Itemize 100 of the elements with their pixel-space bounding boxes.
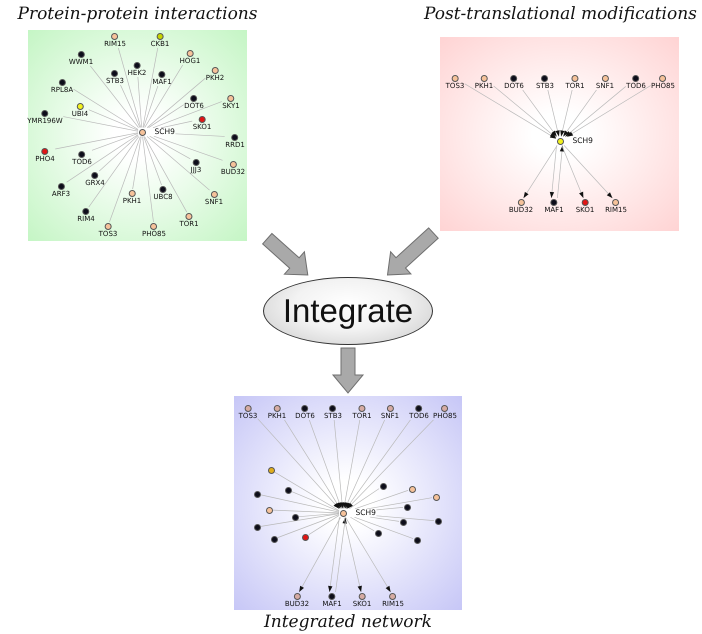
connector-line xyxy=(354,490,408,510)
arrow xyxy=(564,145,613,198)
network-node xyxy=(270,536,278,542)
connector-line xyxy=(144,64,184,128)
network-node xyxy=(206,66,224,82)
connector-line xyxy=(370,516,400,522)
arrow xyxy=(346,420,411,509)
connector-line xyxy=(298,512,340,518)
network-node xyxy=(153,186,173,200)
arrow xyxy=(557,145,564,198)
connector-line xyxy=(272,510,340,514)
panel-heading: Post-translational modifications xyxy=(424,4,696,24)
connector-line xyxy=(143,136,162,186)
network-node xyxy=(302,534,308,540)
network-node xyxy=(142,222,166,238)
connector-line xyxy=(66,134,138,183)
connector-line xyxy=(152,101,222,128)
block-arrow xyxy=(262,232,308,276)
arrow xyxy=(345,517,391,592)
network-node xyxy=(651,74,675,90)
arrow xyxy=(522,90,558,137)
network-node xyxy=(180,50,200,64)
network-node xyxy=(322,592,342,608)
arrow xyxy=(335,517,347,592)
network-node xyxy=(190,158,202,174)
network-node xyxy=(72,150,92,166)
network-node xyxy=(536,74,554,90)
network-node xyxy=(352,404,372,420)
network-node xyxy=(446,74,464,90)
arrow xyxy=(523,145,558,198)
network-node xyxy=(340,509,376,517)
connector-line xyxy=(143,86,158,128)
network-node xyxy=(220,160,246,176)
network-node xyxy=(556,137,593,145)
network-node xyxy=(295,404,315,420)
connector-line xyxy=(376,515,434,521)
network-node xyxy=(414,536,420,544)
network-node xyxy=(434,518,442,524)
network-node xyxy=(179,212,199,228)
network-node xyxy=(504,74,524,90)
connector-line xyxy=(146,136,210,191)
connector-line xyxy=(132,136,142,190)
arrow xyxy=(344,420,385,509)
connector-line xyxy=(148,104,184,128)
network-node xyxy=(27,110,63,124)
connector-line xyxy=(73,88,138,130)
connector-line xyxy=(149,136,191,160)
block-arrow xyxy=(386,227,439,276)
network-node xyxy=(77,208,95,222)
connector-line xyxy=(54,132,138,150)
network-node xyxy=(400,518,406,526)
connector-line xyxy=(109,136,141,222)
network-node xyxy=(268,466,274,474)
connector-line xyxy=(292,491,340,512)
arrow xyxy=(550,145,557,198)
network-node xyxy=(254,524,260,530)
connector-line xyxy=(308,515,340,535)
network-node xyxy=(380,404,400,420)
network-node xyxy=(292,514,298,520)
network-node xyxy=(576,198,594,214)
network-node xyxy=(605,198,627,214)
network-node xyxy=(150,32,170,48)
network-node xyxy=(192,116,212,130)
network-node xyxy=(404,504,410,510)
network-node xyxy=(266,506,272,514)
network-node xyxy=(284,592,310,608)
network-node xyxy=(352,592,372,608)
arrow xyxy=(342,420,360,509)
connector-line xyxy=(348,488,380,510)
connector-line xyxy=(142,48,158,128)
connector-line xyxy=(154,136,223,161)
connector-line xyxy=(138,76,142,128)
network-node xyxy=(238,404,258,420)
network-node xyxy=(68,50,94,66)
network-node xyxy=(284,486,292,494)
block-arrow xyxy=(332,348,364,394)
network-node xyxy=(72,102,88,118)
connector-line xyxy=(144,136,188,212)
network-node xyxy=(433,404,457,420)
arrow xyxy=(334,420,344,509)
network-node xyxy=(544,198,564,214)
network-node xyxy=(50,78,74,94)
network-node xyxy=(225,134,245,148)
connector-line xyxy=(62,116,138,132)
arrow xyxy=(464,84,556,139)
connector-line xyxy=(88,109,138,131)
network-node xyxy=(104,32,126,48)
connector-line xyxy=(160,120,193,128)
connector-line xyxy=(142,136,154,222)
network-node xyxy=(122,190,142,204)
arrow xyxy=(308,420,342,509)
connector-line xyxy=(92,133,138,151)
network-node xyxy=(152,70,172,86)
network-node xyxy=(138,128,175,136)
network-node xyxy=(204,190,224,206)
panel-heading: Protein-protein interactions xyxy=(16,4,258,24)
connector-line xyxy=(146,78,206,128)
network-node xyxy=(596,74,614,90)
connector-line xyxy=(120,84,140,128)
arrow xyxy=(561,145,584,198)
